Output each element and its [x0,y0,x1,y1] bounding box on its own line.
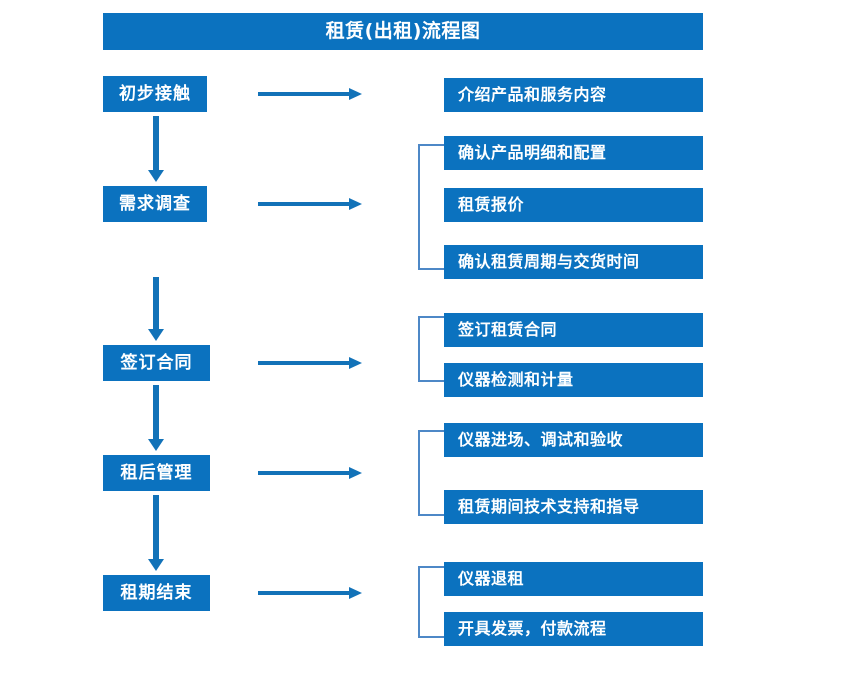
group-bracket-sign-contract [418,316,444,382]
arrow-shaft [258,591,350,595]
arrow-head [349,587,362,599]
arrow-shaft [153,277,159,329]
group-bracket-rental-end [418,566,444,638]
flowchart-title: 租赁(出租)流程图 [103,13,703,50]
arrow-head [349,467,362,479]
detail-box-rental-quotation[interactable]: 租赁报价 [444,188,703,222]
arrow-head [148,559,164,571]
arrow-shaft [153,495,159,559]
horizontal-arrow-needs-survey [258,196,362,212]
detail-box-invoice-payment[interactable]: 开具发票，付款流程 [444,612,703,646]
detail-box-technical-support[interactable]: 租赁期间技术支持和指导 [444,490,703,524]
vertical-arrow-contact-to-survey [145,116,167,182]
detail-box-instrument-inspection[interactable]: 仪器检测和计量 [444,363,703,397]
horizontal-arrow-post-rental-management [258,465,362,481]
detail-box-confirm-rental-period[interactable]: 确认租赁周期与交货时间 [444,245,703,279]
arrow-shaft [258,202,350,206]
arrow-head [349,357,362,369]
detail-box-instrument-return[interactable]: 仪器退租 [444,562,703,596]
horizontal-arrow-sign-contract [258,355,362,371]
group-bracket-needs-survey [418,144,444,270]
arrow-head [148,329,164,341]
detail-box-introduce-products[interactable]: 介绍产品和服务内容 [444,78,703,112]
arrow-head [349,198,362,210]
stage-box-initial-contact[interactable]: 初步接触 [103,76,207,112]
horizontal-arrow-initial-contact [258,86,362,102]
vertical-arrow-survey-to-contract [145,277,167,341]
horizontal-arrow-rental-end [258,585,362,601]
arrow-shaft [258,92,350,96]
group-bracket-post-rental-management [418,430,444,516]
arrow-shaft [258,471,350,475]
stage-box-rental-end[interactable]: 租期结束 [103,575,210,611]
stage-box-post-rental-management[interactable]: 租后管理 [103,455,210,491]
vertical-arrow-contract-to-management [145,385,167,451]
arrow-head [148,170,164,182]
arrow-head [148,439,164,451]
stage-box-needs-survey[interactable]: 需求调查 [103,186,207,222]
arrow-shaft [153,385,159,439]
arrow-head [349,88,362,100]
arrow-shaft [258,361,350,365]
vertical-arrow-management-to-end [145,495,167,571]
arrow-shaft [153,116,159,170]
detail-box-instrument-entry-commissioning[interactable]: 仪器进场、调试和验收 [444,423,703,457]
detail-box-sign-rental-contract[interactable]: 签订租赁合同 [444,313,703,347]
stage-box-sign-contract[interactable]: 签订合同 [103,345,210,381]
detail-box-confirm-product-details[interactable]: 确认产品明细和配置 [444,136,703,170]
